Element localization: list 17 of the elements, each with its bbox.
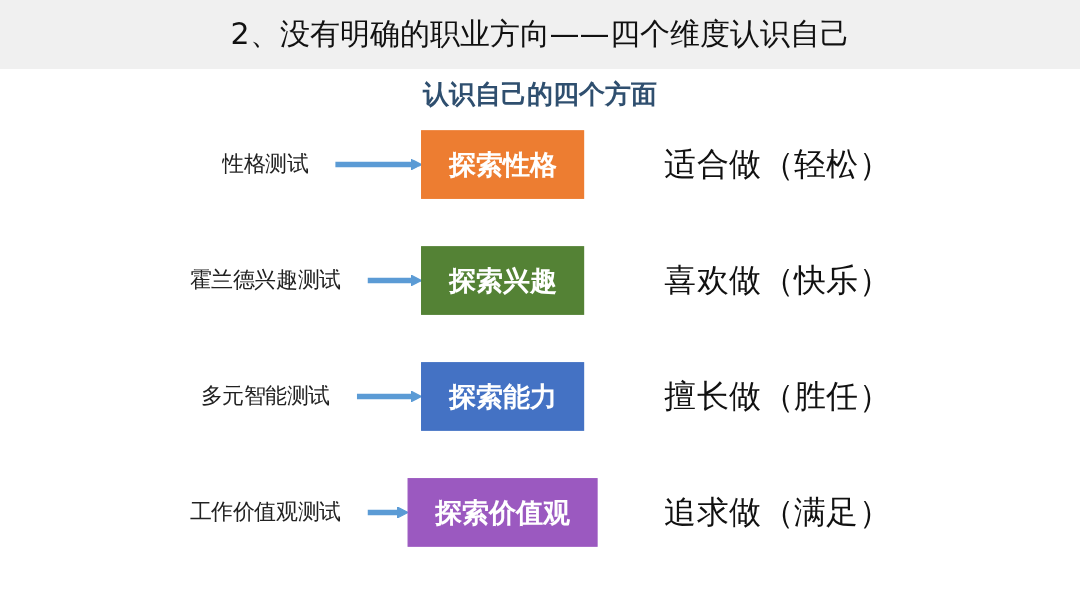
arrow: [335, 158, 422, 171]
node-box: 探索兴趣: [420, 246, 584, 315]
node-text: 多元智能测试: [200, 383, 330, 409]
node-text: 工作价值观测试: [189, 498, 341, 525]
node-label: 擅长做（胜任）: [664, 377, 891, 416]
node-label: 追求做（满足）: [664, 493, 891, 532]
node-label: 适合做（轻松）: [664, 145, 891, 184]
subheading: 认识自己的四个方面: [423, 78, 657, 111]
title: 2、没有明确的职业方向——四个维度认识自己: [0, 0, 1080, 69]
node-text: 霍兰德兴趣测试: [189, 267, 341, 293]
node-label: 喜欢做（快乐）: [664, 261, 891, 300]
arrow: [356, 390, 422, 403]
node-box: 探索性格: [420, 130, 584, 199]
node-box: 探索价值观: [407, 478, 598, 547]
node-text: 性格测试: [221, 151, 309, 177]
arrow: [367, 274, 422, 287]
node-box: 探索能力: [420, 362, 584, 431]
